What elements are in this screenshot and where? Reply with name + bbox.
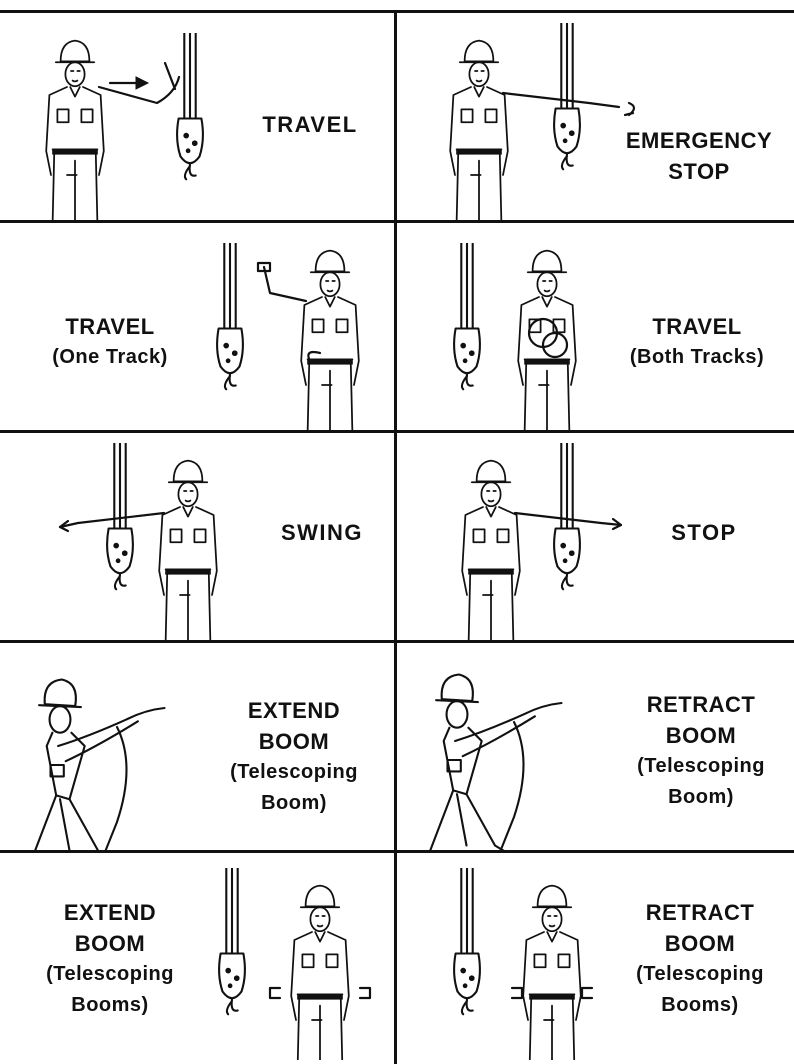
retract-boom-illustration-icon [427,663,627,850]
extend-booms-illustration-icon [200,868,390,1060]
signal-label: TRAVEL [245,109,375,140]
signal-label: TRAVEL (One Track) [20,311,200,373]
travel-illustration-icon [30,33,230,220]
hand-signal-chart: TRAVEL EMERGENCY STOP TRAVEL (One Track) [0,10,794,1064]
signal-travel-both-tracks-cell: TRAVEL (Both Tracks) [397,223,791,430]
signal-retract-boom-cell: RETRACT BOOM (Telescoping Boom) [397,643,791,850]
signal-retract-booms-cell: RETRACT BOOM (Telescoping Booms) [397,853,791,1060]
signal-stop-cell: STOP [397,433,791,640]
signal-label: TRAVEL (Both Tracks) [607,311,787,373]
signal-label: EXTEND BOOM (Telescoping Boom) [210,695,378,819]
signal-emergency-stop-cell: EMERGENCY STOP [397,13,791,220]
swing-illustration-icon [40,443,260,640]
signal-label: EXTEND BOOM (Telescoping Booms) [20,897,200,1021]
travel-one-track-illustration-icon [200,243,390,430]
extend-boom-illustration-icon [30,663,230,850]
signal-label: SWING [262,517,382,548]
signal-label: STOP [649,517,759,548]
signal-label: RETRACT BOOM (Telescoping Boom) [617,689,785,813]
divider-column [394,10,397,1064]
signal-label: RETRACT BOOM (Telescoping Booms) [615,897,785,1021]
signal-swing-cell: SWING [0,433,394,640]
signal-label: EMERGENCY STOP [609,125,789,187]
signal-extend-boom-cell: EXTEND BOOM (Telescoping Boom) [0,643,394,850]
signal-travel-cell: TRAVEL [0,13,394,220]
emergency-stop-illustration-icon [417,23,637,220]
signal-extend-booms-cell: EXTEND BOOM (Telescoping Booms) [0,853,394,1060]
retract-booms-illustration-icon [437,868,637,1060]
signal-travel-one-track-cell: TRAVEL (One Track) [0,223,394,430]
stop-illustration-icon [427,443,647,640]
